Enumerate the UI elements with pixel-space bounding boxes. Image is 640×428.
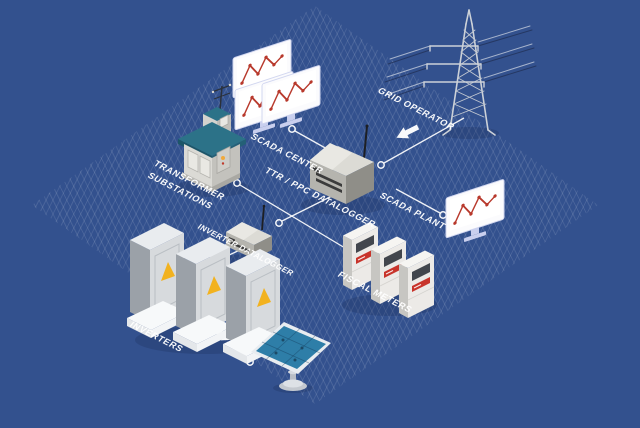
grid-operator-tower <box>383 9 537 136</box>
connector-node <box>233 179 241 187</box>
scada-plant-monitor <box>445 178 505 249</box>
transformer-substation-building <box>178 83 246 192</box>
connector-node <box>275 219 283 227</box>
connector-node <box>377 161 385 169</box>
ttr-ppc-datalogger-box <box>310 124 374 204</box>
connector-node <box>439 211 447 219</box>
scada-center-monitors <box>232 38 321 141</box>
scada-center-label: SCADA CENTER <box>249 132 326 176</box>
arrow-grid-to-datalogger <box>393 121 421 144</box>
connector-node <box>288 125 296 133</box>
solar-panel <box>251 322 331 391</box>
